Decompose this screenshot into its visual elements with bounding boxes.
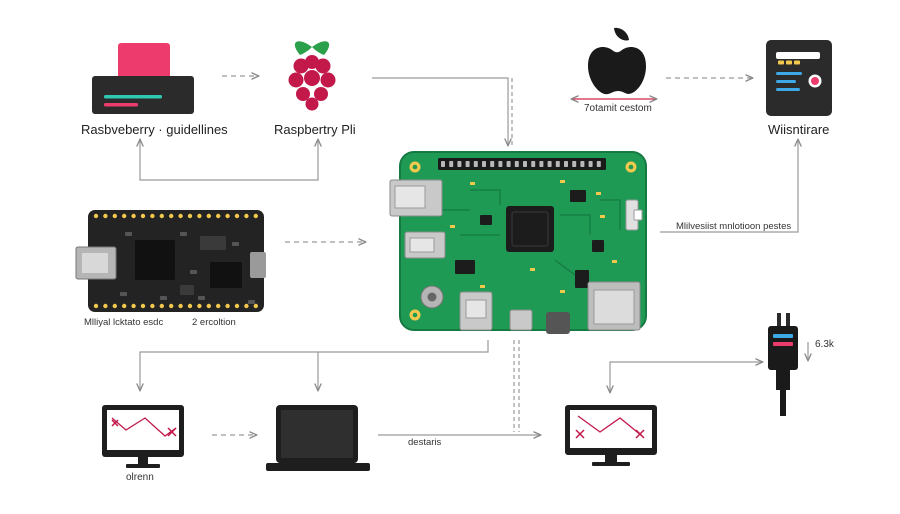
bottom-middle-label: destaris	[408, 437, 442, 448]
side-note: Mlilvesiist mnlotioon pestes	[676, 221, 792, 232]
printer-icon	[92, 43, 194, 114]
soc-chip	[506, 206, 554, 252]
apple-logo-icon	[588, 27, 646, 95]
raspberry-logo-icon	[288, 41, 336, 111]
connector-top-to-board	[372, 77, 508, 145]
printer-label: Rasbveberry · guidellines	[81, 122, 228, 137]
app-window-icon	[766, 40, 832, 116]
power-connector	[546, 312, 570, 334]
apple-caption: 7otamit cestom	[584, 103, 652, 114]
usb-cable-icon	[768, 313, 798, 416]
board-left-label: Mlliyal lcktato esdc	[84, 317, 164, 328]
connector-board-to-bottom-left	[140, 340, 489, 390]
connectors	[140, 76, 808, 435]
window-label: Wiisntirare	[768, 122, 830, 137]
board-revision-label: 2 ercoltion	[192, 317, 236, 328]
connector-top-left-loop	[140, 140, 318, 181]
raspberry-label: Raspbertry Pli	[274, 122, 356, 137]
microcontroller-board-icon	[75, 210, 266, 312]
monitor-left-label: olrenn	[126, 472, 154, 483]
raspberry-pi-board-icon	[389, 151, 647, 334]
laptop-icon	[266, 405, 370, 471]
monitor-icon-left	[102, 405, 184, 468]
cable-value-label: 6.3k	[815, 339, 834, 350]
connector-monitor-to-cable	[610, 362, 762, 392]
gpio-header	[438, 158, 606, 170]
connector-window-to-board	[660, 140, 798, 233]
monitor-icon-right	[565, 405, 657, 466]
micro-usb-port	[509, 309, 533, 331]
